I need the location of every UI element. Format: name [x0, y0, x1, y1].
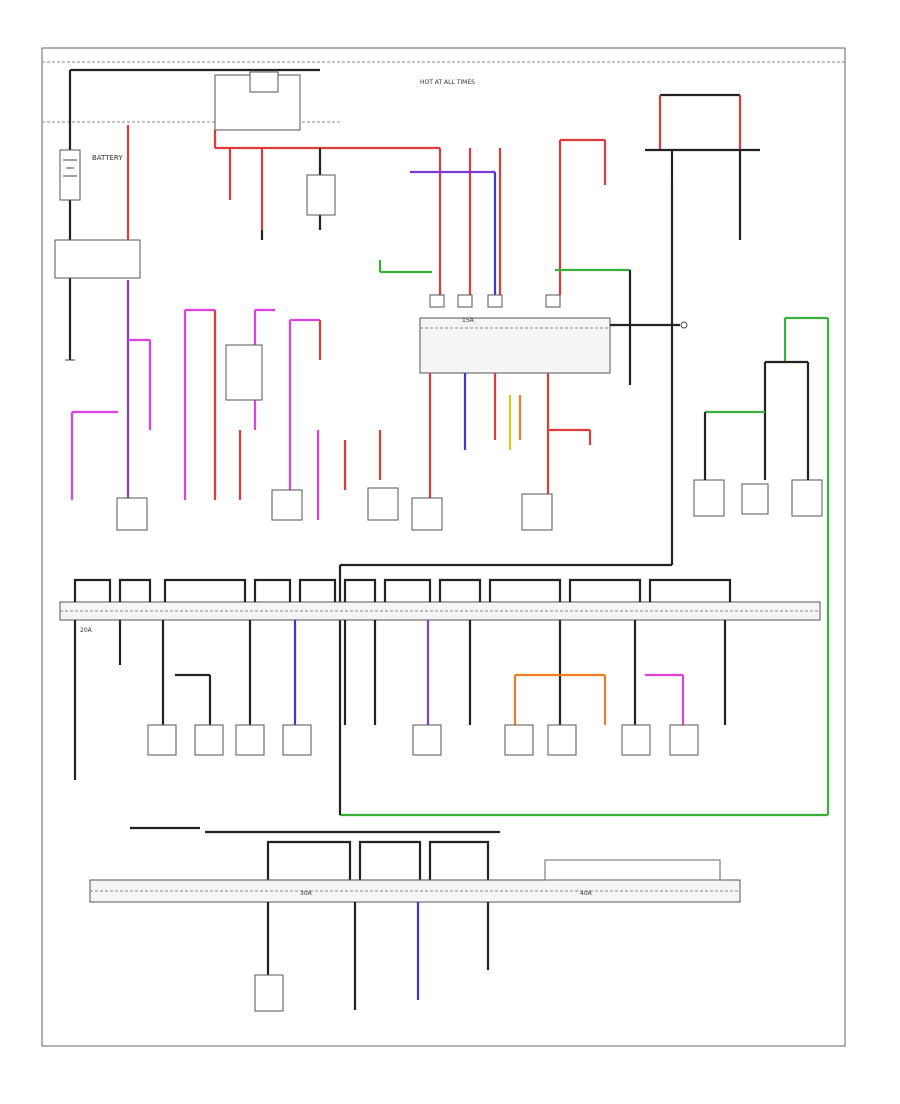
bottom-fuse-busbar-group	[89, 826, 741, 1012]
top-feeds	[378, 138, 607, 295]
top-relay-cluster	[213, 71, 440, 240]
left-feeds	[70, 280, 382, 520]
lower-drops	[73, 620, 727, 780]
battery-group: BATTERY	[54, 68, 320, 361]
diagram-frame	[41, 47, 846, 1047]
battery-label: BATTERY	[92, 154, 123, 162]
battery-monitor-box	[54, 239, 141, 279]
fuse-label-b: 20A	[80, 627, 93, 634]
fuse-label-a: 15A	[462, 317, 475, 324]
fuse-label-d: 40A	[580, 890, 593, 897]
mid-components	[116, 479, 823, 531]
main-fuse-busbar-group	[59, 578, 821, 621]
battery-symbol	[59, 149, 81, 201]
ignition-switch-group	[645, 93, 760, 240]
middle-fuse-block	[419, 268, 688, 500]
legend: HOT AT ALL TIMES 15A 20A 30A 40A	[80, 79, 593, 897]
fuse-label-c: 30A	[300, 890, 313, 897]
legend-hot-label: HOT AT ALL TIMES	[420, 79, 475, 86]
lower-components	[147, 724, 699, 756]
middle-fuse-busbar	[419, 317, 611, 374]
